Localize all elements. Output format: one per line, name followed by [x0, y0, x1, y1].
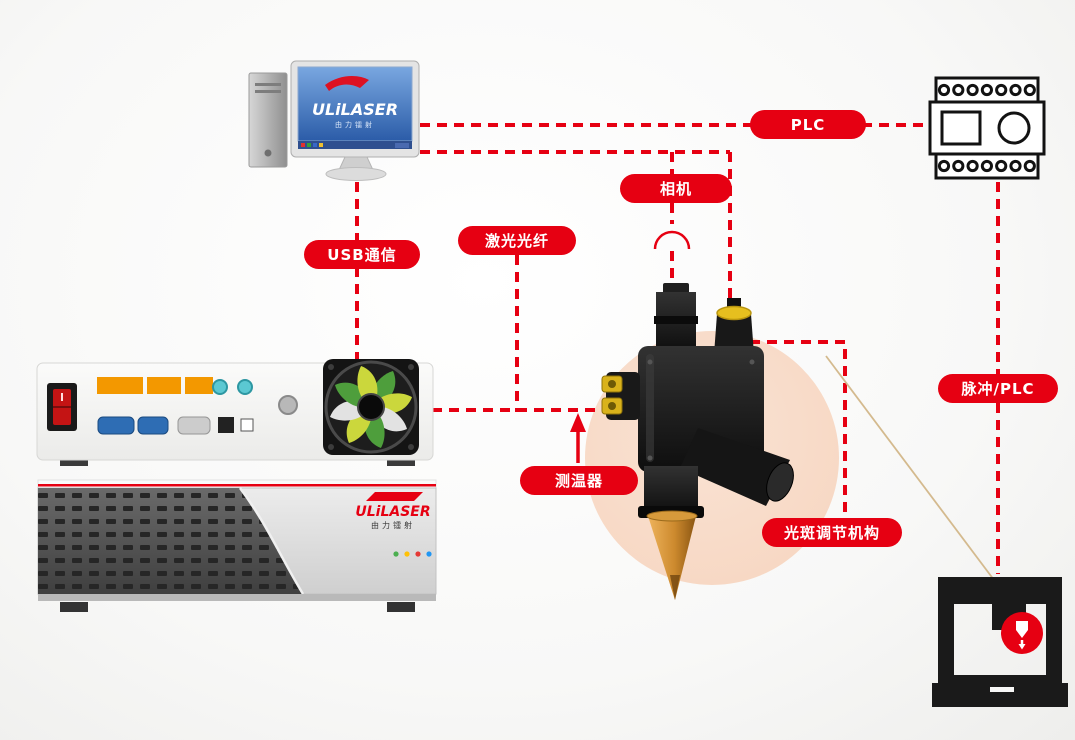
controller-foot-right: [387, 457, 415, 466]
plc-display-window: [940, 110, 982, 146]
power-switch: [47, 383, 77, 431]
controller-foot-left: [60, 457, 88, 466]
usb-label: USB通信: [304, 240, 420, 269]
source-brand-text: ULiLASER: [355, 504, 430, 520]
screen-taskbar: [298, 141, 412, 149]
pulse-plc-label: 脉冲/PLC: [938, 374, 1058, 403]
control-knob: [278, 395, 298, 415]
plc-dial: [997, 111, 1031, 145]
vent-slots: [97, 377, 213, 394]
camera-label: 相机: [620, 174, 732, 203]
fiber-label: 激光光纤: [458, 226, 576, 255]
collimator-tube: [654, 283, 698, 352]
nozzle-assembly: [638, 466, 704, 600]
thermometer-arrow-head: [570, 413, 586, 432]
panel-curve-highlight: [238, 487, 305, 595]
printer-base: [932, 683, 1068, 707]
ethernet-port: [218, 417, 234, 433]
status-leds: [393, 551, 432, 557]
io-ports: [97, 416, 254, 435]
plc-label: PLC: [750, 110, 866, 139]
computer-illustration: ULiLASER 由力镭射: [248, 60, 420, 181]
screen-brand-text: ULiLASER: [312, 100, 398, 119]
source-bottom-edge: [38, 594, 436, 601]
laser-controller-illustration: [36, 359, 434, 466]
logo-swoosh: [366, 492, 423, 501]
source-red-pinstripe: [38, 484, 436, 487]
laser-source-illustration: ULiLASER 由力镭射: [37, 479, 437, 612]
printer-top-bar: [938, 577, 1062, 594]
usb-port: [240, 418, 254, 432]
camera-mount-arc: [653, 230, 691, 250]
printer-device-icon: [932, 577, 1068, 707]
laser-head-illustration: [601, 283, 794, 600]
screen-brand-sub: 由力镭射: [335, 120, 375, 129]
spot-adjust-label: 光斑调节机构: [762, 518, 902, 547]
monitor: ULiLASER 由力镭射: [290, 60, 420, 158]
source-foot-left: [60, 602, 88, 612]
source-brand-logo: ULiLASER 由力镭射: [355, 492, 431, 530]
fiber-beam-line: [825, 355, 1013, 605]
fiber-input-block: [601, 372, 640, 420]
plc-body: [928, 100, 1046, 156]
source-foot-right: [387, 602, 415, 612]
spot-adjust-line: [750, 340, 847, 520]
source-brand-sub: 由力镭射: [371, 520, 415, 530]
copper-cone-nozzle: [648, 516, 696, 600]
printer-nozzle-badge: [1001, 612, 1043, 654]
tower-case: [248, 72, 288, 168]
thermometer-label: 测温器: [520, 466, 638, 495]
cooling-fan: [323, 359, 419, 455]
plc-device-icon: [928, 76, 1046, 180]
printer-left-post: [938, 577, 954, 685]
printer-right-post: [1046, 577, 1062, 685]
indicator-lamp-1: [212, 379, 228, 395]
indicator-lamp-2: [237, 379, 253, 395]
screen-logo-swoosh: [325, 75, 369, 91]
printer-bed: [954, 675, 1046, 683]
monitor-stand: [325, 156, 387, 181]
side-arm: [680, 428, 794, 506]
